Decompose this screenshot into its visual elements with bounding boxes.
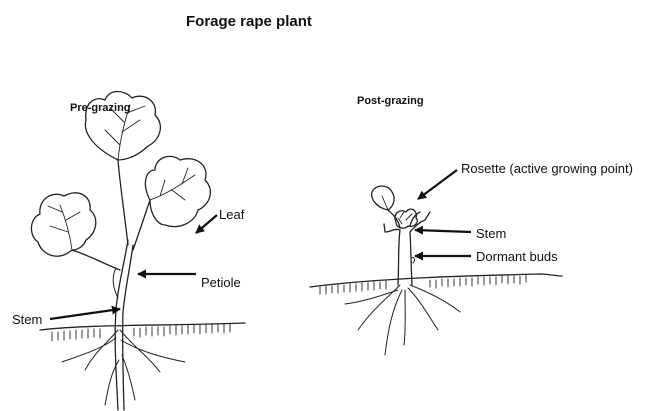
post-callout-arrows	[415, 170, 471, 256]
dormant-buds-label: Dormant buds	[476, 249, 558, 264]
rosette-arrow	[418, 170, 457, 199]
pre-callout-arrows	[50, 215, 217, 319]
pre-ground	[40, 323, 245, 341]
post-grazing-plant	[310, 186, 562, 355]
post-ground	[310, 274, 562, 294]
leaf-label: Leaf	[219, 207, 244, 222]
diagram-title: Forage rape plant	[186, 13, 312, 30]
leaf-arrow	[196, 215, 217, 233]
post-grazing-heading: Post-grazing	[357, 95, 424, 107]
rosette-label: Rosette (active growing point)	[461, 161, 633, 176]
pre-grazing-plant	[31, 92, 245, 411]
pre-grazing-heading: Pre-grazing	[70, 102, 131, 114]
stem-label-pre: Stem	[12, 312, 42, 327]
stem-arrow-post	[415, 230, 471, 232]
stem-arrow-pre	[50, 309, 120, 319]
petiole-label: Petiole	[201, 275, 241, 290]
stem-label-post: Stem	[476, 226, 506, 241]
